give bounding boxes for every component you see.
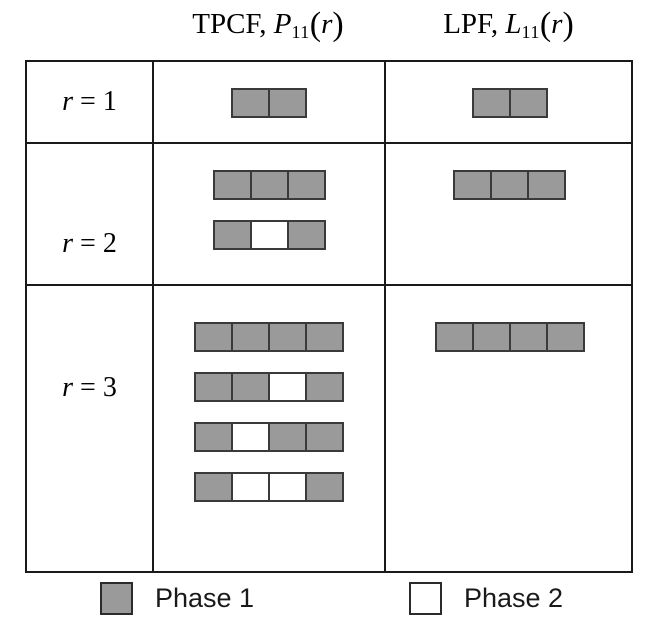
row-divider-2	[27, 284, 631, 286]
tpcf-cell-r1	[154, 88, 384, 118]
row-label-r3-eq: =	[80, 372, 96, 403]
cell-phase-1	[249, 170, 289, 200]
cell-phase-1	[286, 170, 326, 200]
row-label-r2-var: r	[62, 228, 74, 259]
legend-label-phase-2: Phase 2	[464, 583, 564, 613]
cell-phase-2	[268, 372, 307, 402]
cell-phase-1	[434, 322, 474, 352]
row-label-r3: r = 3	[27, 372, 152, 404]
cell-phase-1	[471, 322, 511, 352]
row-divider-1	[27, 142, 631, 144]
tpcf-cell-r2	[154, 170, 384, 250]
cell-phase-1	[508, 322, 548, 352]
row-label-r1-value: 1	[102, 86, 117, 117]
header-lpf-subscript: 11	[521, 22, 540, 42]
cell-phase-2	[231, 472, 270, 502]
legend-label-phase-1: Phase 1	[155, 583, 255, 613]
header-lpf-arg: r	[551, 7, 563, 40]
cell-phase-1	[268, 88, 307, 118]
cell-phase-1	[212, 220, 252, 250]
cell-phase-1	[194, 422, 233, 452]
cell-phase-1	[286, 220, 326, 250]
cell-phase-1	[268, 322, 307, 352]
lpf-pattern-row3-1	[386, 322, 633, 352]
row-label-r1: r = 1	[27, 86, 152, 118]
cell-phase-1	[508, 88, 548, 118]
cell-phase-1	[231, 372, 270, 402]
legend-swatch-phase-2	[409, 582, 442, 615]
lpf-cell-r3	[386, 322, 633, 352]
cell-phase-1	[212, 170, 252, 200]
tpcf-pattern-row1-1	[154, 88, 384, 118]
tpcf-pattern-row2-2	[154, 220, 384, 250]
tpcf-pattern-row3-4	[154, 472, 384, 502]
cell-phase-1	[194, 322, 233, 352]
tpcf-cell-r3	[154, 322, 384, 502]
cell-phase-2	[231, 422, 270, 452]
row-label-r2-value: 2	[102, 228, 117, 259]
header-lpf: LPF, L11(r)	[443, 6, 574, 43]
legend-item-phase-1: Phase 1	[100, 582, 254, 615]
legend: Phase 1 Phase 2	[0, 582, 657, 641]
cell-phase-1	[527, 170, 566, 200]
legend-item-phase-2: Phase 2	[409, 582, 563, 615]
cell-phase-1	[268, 422, 307, 452]
lpf-pattern-row2-1	[386, 170, 633, 200]
cell-phase-1	[305, 372, 344, 402]
row-label-r3-var: r	[62, 372, 74, 403]
cell-phase-2	[249, 220, 289, 250]
header-tpcf-name: TPCF	[192, 7, 260, 40]
cell-phase-1	[490, 170, 529, 200]
cell-phase-1	[231, 88, 270, 118]
column-divider-1	[152, 62, 154, 571]
tpcf-pattern-row3-3	[154, 422, 384, 452]
cell-phase-1	[231, 322, 270, 352]
header-tpcf-symbol: P	[273, 7, 292, 40]
tpcf-pattern-row3-2	[154, 372, 384, 402]
row-label-r3-value: 3	[102, 372, 117, 403]
column-headers: TPCF, P11(r) LPF, L11(r)	[0, 0, 657, 60]
tpcf-pattern-row3-1	[154, 322, 384, 352]
legend-swatch-phase-1	[100, 582, 133, 615]
lpf-pattern-row1-1	[386, 88, 633, 118]
cell-phase-1	[305, 472, 344, 502]
row-label-r1-var: r	[62, 86, 74, 117]
header-tpcf: TPCF, P11(r)	[192, 6, 344, 43]
cell-phase-1	[545, 322, 585, 352]
configuration-table: r = 1 r = 2 r = 3	[25, 60, 633, 573]
cell-phase-1	[305, 422, 344, 452]
header-tpcf-subscript: 11	[291, 22, 310, 42]
row-label-r2: r = 2	[27, 228, 152, 260]
column-divider-2	[384, 62, 386, 571]
lpf-cell-r1	[386, 88, 633, 118]
cell-phase-1	[471, 88, 511, 118]
header-lpf-name: LPF	[443, 7, 491, 40]
cell-phase-1	[453, 170, 492, 200]
cell-phase-1	[194, 372, 233, 402]
cell-phase-1	[194, 472, 233, 502]
cell-phase-1	[305, 322, 344, 352]
header-lpf-symbol: L	[505, 7, 522, 40]
header-tpcf-arg: r	[321, 7, 333, 40]
tpcf-pattern-row2-1	[154, 170, 384, 200]
row-label-r2-eq: =	[80, 228, 96, 259]
cell-phase-2	[268, 472, 307, 502]
lpf-cell-r2	[386, 170, 633, 200]
row-label-r1-eq: =	[80, 86, 96, 117]
